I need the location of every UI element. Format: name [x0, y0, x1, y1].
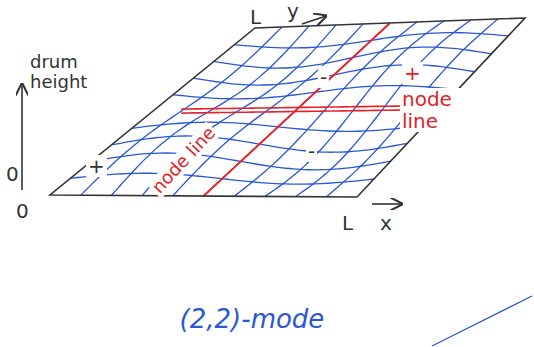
pen-stroke — [432, 296, 532, 346]
mesh-line — [111, 26, 309, 195]
origin-label: 0 — [6, 163, 19, 185]
mesh-line — [173, 24, 363, 196]
sign-label: - — [318, 66, 329, 88]
node-line-label: node line — [147, 121, 221, 198]
caption: (2,2)-mode — [180, 304, 325, 334]
axis-arrow — [372, 203, 402, 205]
axis-label: drum height — [30, 52, 102, 92]
axis-arrow — [302, 16, 326, 24]
dimension-label: L — [342, 212, 353, 234]
mesh-line — [326, 19, 498, 197]
sign-label: + — [86, 155, 107, 177]
node-line — [204, 23, 391, 196]
drum-edge — [50, 18, 525, 197]
sign-label: + — [402, 62, 423, 84]
axis-label: x — [380, 212, 392, 234]
sign-label: - — [306, 140, 317, 162]
membrane-mesh — [71, 19, 509, 197]
dimension-label: L — [250, 6, 261, 28]
origin-label: 0 — [16, 200, 29, 222]
axis-arrow — [21, 84, 23, 190]
node-line-label: node line — [400, 88, 468, 132]
mesh-line — [234, 22, 417, 196]
drum-frame — [50, 18, 525, 197]
axes — [22, 16, 532, 346]
axis-label: y — [287, 0, 299, 22]
